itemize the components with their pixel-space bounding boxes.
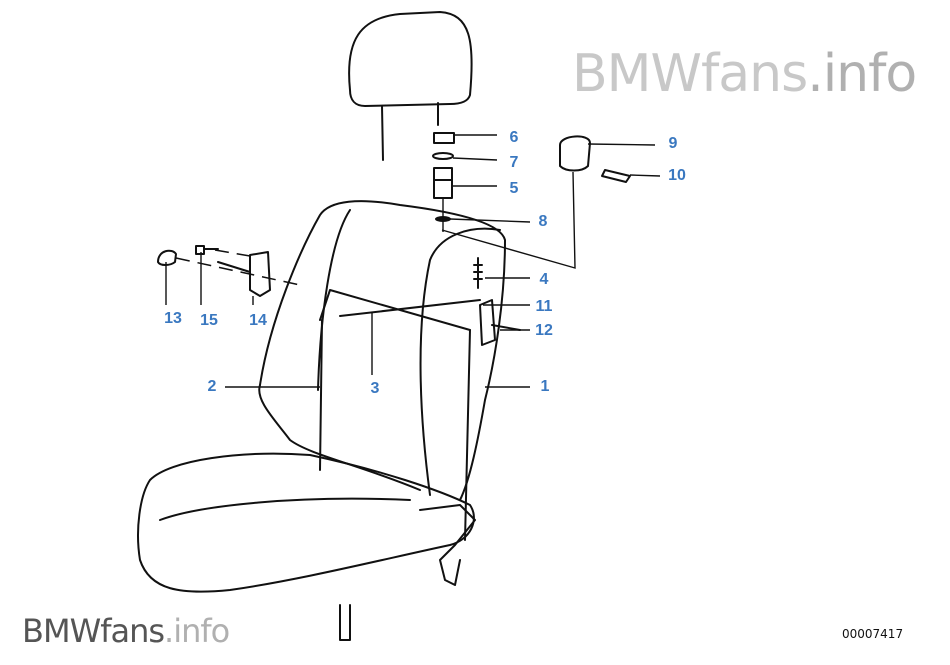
watermark-bottom: BMWfans.info — [22, 612, 230, 650]
watermark-top: BMWfans.info — [572, 44, 917, 104]
part-9 — [559, 135, 591, 172]
part-5 — [433, 167, 453, 199]
backrest — [259, 200, 506, 501]
callout-9[interactable]: 9 — [668, 135, 678, 152]
part-13 — [157, 249, 177, 266]
callout-4[interactable]: 4 — [539, 271, 549, 288]
watermark-domain: .info — [807, 44, 917, 104]
callout-13[interactable]: 13 — [164, 310, 182, 327]
callout-5[interactable]: 5 — [509, 180, 519, 197]
callout-10[interactable]: 10 — [668, 167, 686, 184]
callout-14[interactable]: 14 — [249, 312, 267, 329]
part-6 — [433, 132, 455, 144]
callout-7[interactable]: 7 — [509, 154, 519, 171]
callout-12[interactable]: 12 — [535, 322, 553, 339]
part-4 — [473, 257, 483, 289]
part-10 — [601, 169, 631, 183]
callout-11[interactable]: 11 — [535, 298, 553, 315]
headrest — [348, 11, 473, 107]
callout-3[interactable]: 3 — [370, 380, 380, 397]
watermark-brand: BMWfans — [572, 44, 808, 104]
callout-2[interactable]: 2 — [207, 378, 217, 395]
part-14 — [217, 251, 271, 297]
watermark-brand: BMWfans — [22, 612, 165, 650]
callout-6[interactable]: 6 — [509, 129, 519, 146]
part-15 — [195, 245, 219, 255]
callout-15[interactable]: 15 — [200, 312, 218, 329]
watermark-domain: .info — [164, 612, 230, 650]
diagram-number: 00007417 — [842, 627, 904, 641]
callout-8[interactable]: 8 — [538, 213, 548, 230]
seat-cushion — [137, 452, 475, 593]
part-7 — [432, 152, 454, 160]
callout-1[interactable]: 1 — [540, 378, 550, 395]
part-11-12 — [479, 299, 521, 346]
